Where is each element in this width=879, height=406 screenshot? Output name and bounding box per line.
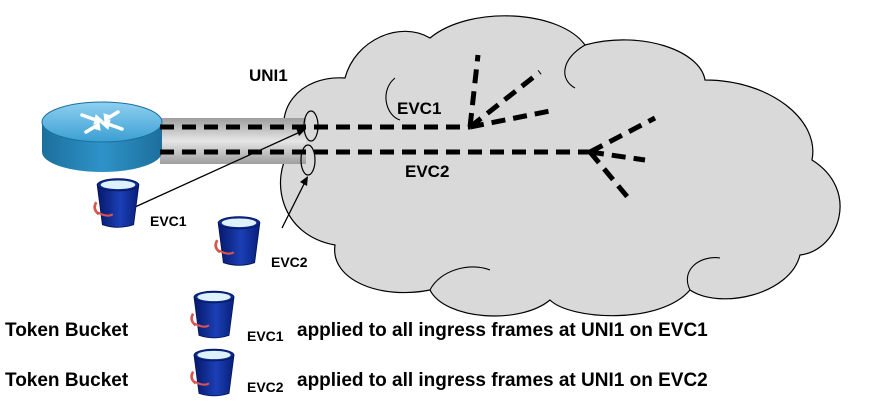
- caption-evc1-bucket-icon: [190, 289, 236, 340]
- caption-evc2-subscript: EVC2: [247, 379, 284, 395]
- bucket2-label: EVC2: [271, 254, 308, 270]
- token-bucket-evc1-icon: [93, 177, 141, 229]
- bucket1-label: EVC1: [150, 213, 187, 229]
- carrier-network-cloud: [279, 15, 841, 317]
- uni1-label: UNI1: [249, 66, 288, 85]
- caption-evc1: Token Bucket EVC1 applied to all ingress…: [5, 289, 708, 344]
- caption-evc2-prefix: Token Bucket: [5, 370, 129, 391]
- caption-evc1-subscript: EVC1: [247, 328, 284, 344]
- caption-evc1-suffix: applied to all ingress frames at UNI1 on…: [297, 320, 708, 341]
- caption-evc2-bucket-icon: [190, 347, 236, 398]
- evc2-path: [160, 115, 657, 202]
- bucket1-arrow: [134, 128, 306, 208]
- evc1-path-label: EVC1: [397, 99, 441, 118]
- caption-evc2: Token Bucket EVC2 applied to all ingress…: [5, 347, 708, 398]
- caption-evc2-suffix: applied to all ingress frames at UNI1 on…: [297, 370, 708, 391]
- router-icon: [41, 101, 163, 172]
- uni1-evc1-marker: [303, 110, 319, 142]
- evc1-path: [160, 54, 556, 130]
- evc2-path-label: EVC2: [405, 162, 449, 181]
- caption-evc1-prefix: Token Bucket: [5, 320, 129, 341]
- bucket2-arrow: [281, 176, 308, 229]
- token-bucket-evc2-icon: [214, 215, 262, 267]
- uni1-evc2-marker: [300, 144, 316, 176]
